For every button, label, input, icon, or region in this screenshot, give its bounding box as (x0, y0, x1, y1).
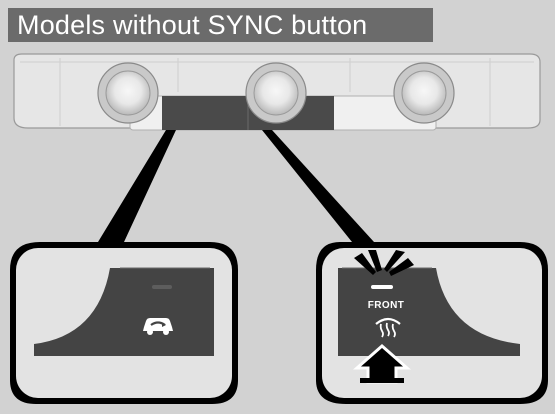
defrost-callout (262, 130, 548, 404)
recirculation-callout (10, 130, 238, 404)
fan-speed-knob[interactable] (245, 62, 307, 124)
right-temperature-knob[interactable] (393, 62, 455, 124)
climate-control-panel (13, 53, 541, 131)
recirculation-car-icon[interactable] (143, 318, 173, 335)
section-title: Models without SYNC button (8, 8, 433, 42)
indicator-light-icon (354, 250, 414, 289)
arrow-up-icon (353, 344, 411, 384)
left-temperature-knob[interactable] (97, 62, 159, 124)
front-button-label: FRONT (367, 300, 405, 311)
front-defrost-icon[interactable] (375, 317, 401, 338)
